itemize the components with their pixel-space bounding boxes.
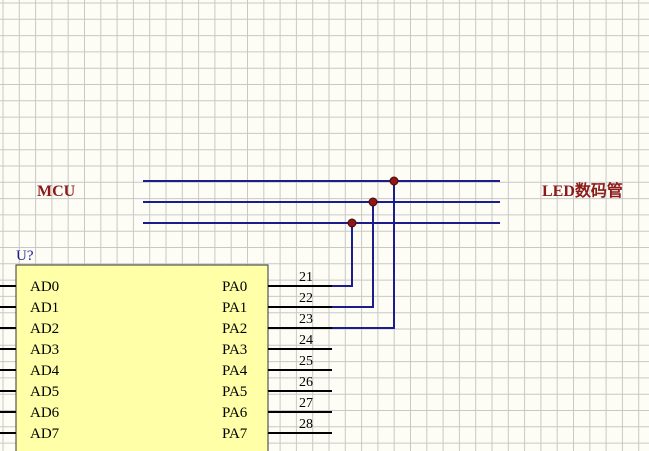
pin-number: 22	[299, 291, 313, 306]
pin-label-pa0: PA0	[222, 279, 247, 295]
net-label-led-display: LED数码管	[542, 181, 623, 200]
pin-label-pa7: PA7	[222, 426, 248, 442]
pin-label-ad1: AD1	[30, 300, 59, 316]
pin-label-ad2: AD2	[30, 321, 59, 337]
pin-number: 23	[299, 312, 313, 327]
pin-label-pa4: PA4	[222, 363, 248, 379]
net-label-mcu: MCU	[37, 183, 76, 200]
junction-dot	[368, 197, 378, 207]
component-designator: U?	[16, 248, 34, 264]
pin-label-ad7: AD7	[30, 426, 60, 442]
pin-label-pa3: PA3	[222, 342, 247, 358]
pin-number: 26	[299, 375, 313, 390]
pin-label-pa6: PA6	[222, 405, 248, 421]
pin-number: 21	[299, 270, 313, 285]
pin-label-ad0: AD0	[30, 279, 59, 295]
wire-pa1-to-bus	[332, 202, 374, 308]
component-body	[15, 264, 269, 451]
pin-label-ad6: AD6	[30, 405, 60, 421]
pin-number: 27	[299, 396, 313, 411]
pin-label-pa5: PA5	[222, 384, 247, 400]
pin-number: 24	[299, 333, 313, 348]
pin-number: 25	[299, 354, 313, 369]
junction-dot	[389, 176, 399, 186]
junction-dot	[347, 218, 357, 228]
pin-label-pa2: PA2	[222, 321, 247, 337]
pin-number: 28	[299, 417, 313, 432]
wire-pa2-to-bus	[332, 181, 395, 329]
pin-label-ad5: AD5	[30, 384, 59, 400]
pin-label-pa1: PA1	[222, 300, 247, 316]
wire-pa0-to-bus	[332, 223, 353, 287]
pin-label-ad4: AD4	[30, 363, 60, 379]
pin-label-ad3: AD3	[30, 342, 59, 358]
